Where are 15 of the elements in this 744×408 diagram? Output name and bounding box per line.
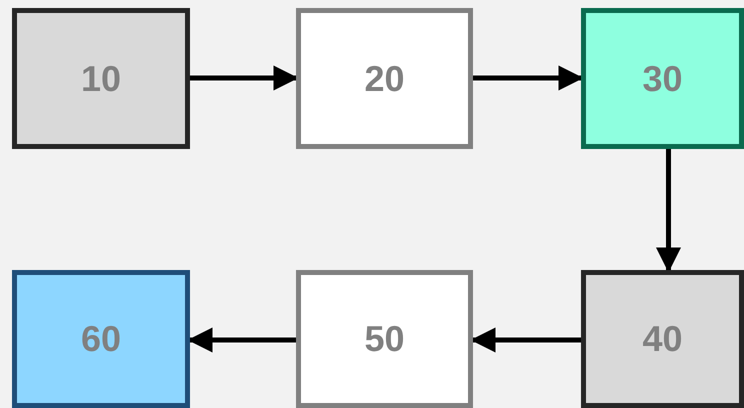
box-label: 40 [642, 317, 683, 361]
process-box [581, 8, 744, 149]
box-label: 10 [80, 56, 122, 100]
process-box [12, 270, 190, 408]
process-box [296, 270, 473, 408]
arrow [656, 149, 681, 272]
process-box [581, 270, 744, 408]
arrow [190, 66, 298, 90]
process-box [12, 8, 190, 149]
box-label: 50 [364, 317, 405, 361]
process-box [296, 8, 473, 149]
arrow [473, 66, 584, 90]
box-label: 30 [642, 56, 683, 100]
box-label: 60 [80, 317, 122, 361]
box-label: 20 [364, 56, 405, 100]
